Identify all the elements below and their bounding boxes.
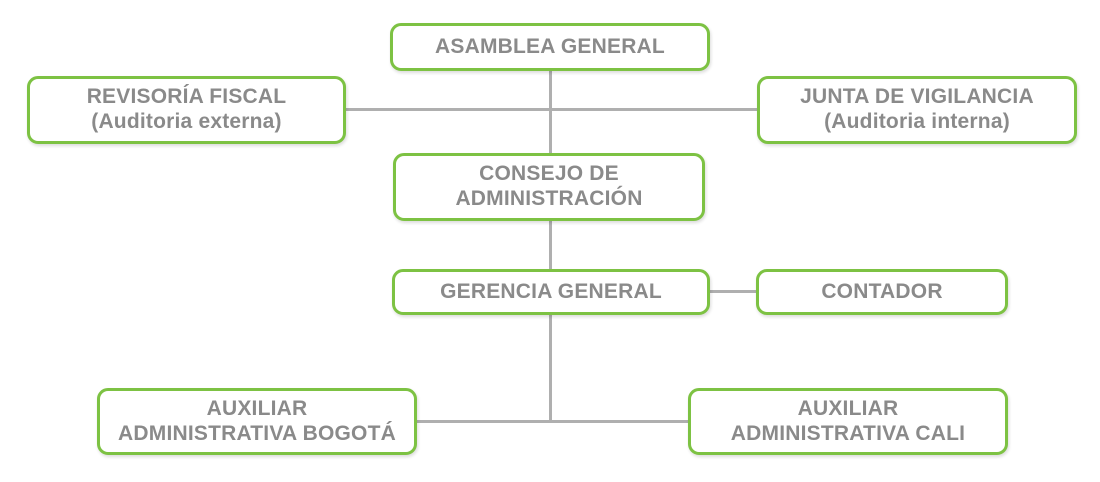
org-box-label: CONSEJO DE — [479, 162, 619, 186]
connector-gerencia-auxiliares — [549, 315, 552, 422]
connector-revisoria-junta — [346, 108, 757, 111]
org-box-label: ASAMBLEA GENERAL — [435, 34, 665, 58]
connector-asamblea-consejo — [549, 71, 552, 153]
org-box-auxiliar-administrativa-bogota: AUXILIAR ADMINISTRATIVA BOGOTÁ — [97, 388, 417, 455]
org-box-label: GERENCIA GENERAL — [440, 279, 662, 303]
org-box-label-line2: ADMINISTRATIVA CALI — [730, 421, 966, 445]
org-box-junta-de-vigilancia: JUNTA DE VIGILANCIA (Auditoria interna) — [757, 76, 1077, 144]
connector-gerencia-contador — [710, 290, 756, 293]
org-box-label-line2: ADMINISTRATIVA BOGOTÁ — [118, 421, 396, 445]
org-box-label-line2: (Auditoria interna) — [824, 110, 1010, 133]
org-box-consejo-de-administracion: CONSEJO DE ADMINISTRACIÓN — [393, 153, 705, 221]
org-box-asamblea-general: ASAMBLEA GENERAL — [390, 23, 710, 71]
org-box-contador: CONTADOR — [756, 269, 1008, 315]
connector-aux-bogota-cali — [417, 420, 688, 423]
org-box-label: CONTADOR — [821, 279, 943, 303]
org-box-auxiliar-administrativa-cali: AUXILIAR ADMINISTRATIVA CALI — [688, 388, 1008, 455]
connector-consejo-gerencia — [549, 221, 552, 269]
org-box-label-line2: (Auditoria externa) — [91, 110, 282, 133]
org-box-label: JUNTA DE VIGILANCIA — [800, 85, 1034, 109]
org-box-gerencia-general: GERENCIA GENERAL — [392, 269, 710, 315]
org-box-label: AUXILIAR — [797, 396, 899, 420]
org-box-revisoria-fiscal: REVISORÍA FISCAL (Auditoria externa) — [27, 76, 346, 144]
org-box-label: REVISORÍA FISCAL — [86, 85, 287, 109]
org-box-label: AUXILIAR — [206, 396, 308, 420]
org-box-label-line2: ADMINISTRACIÓN — [455, 187, 643, 210]
